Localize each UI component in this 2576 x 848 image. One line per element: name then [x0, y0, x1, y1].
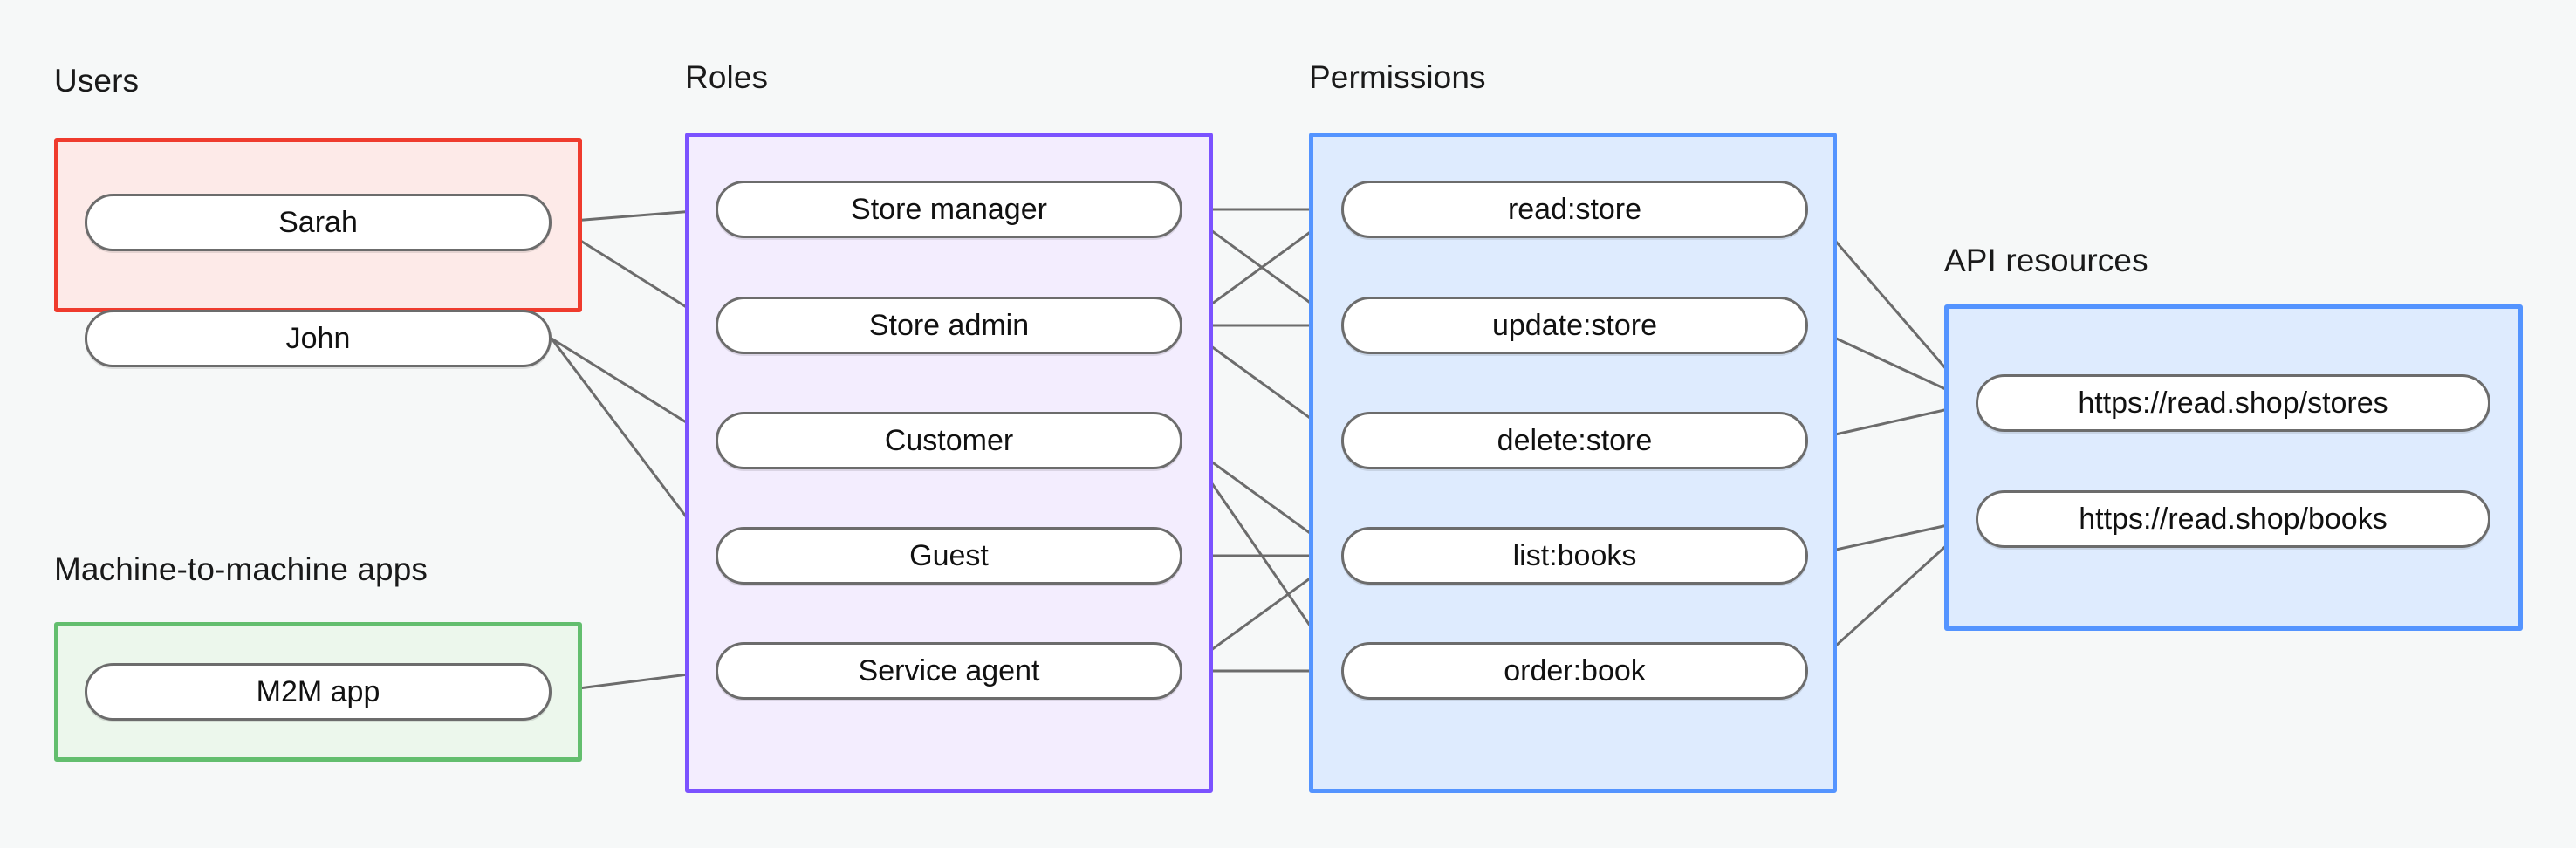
node-label-m2m-app: M2M app	[256, 674, 380, 708]
group-title-roles: Roles	[685, 59, 769, 95]
node-read-store[interactable]: read:store	[1341, 181, 1808, 238]
node-label-store-manager: Store manager	[851, 192, 1047, 226]
group-title-users: Users	[54, 63, 140, 99]
node-label-customer: Customer	[884, 423, 1014, 457]
node-label-store-admin: Store admin	[868, 308, 1030, 342]
node-label-delete-store: delete:store	[1497, 423, 1653, 457]
node-delete-store[interactable]: delete:store	[1341, 412, 1808, 469]
node-customer[interactable]: Customer	[716, 412, 1182, 469]
node-res-stores[interactable]: https://read.shop/stores	[1976, 374, 2490, 432]
group-title-m2m: Machine-to-machine apps	[54, 551, 428, 587]
node-label-service-agent: Service agent	[858, 653, 1040, 687]
node-order-book[interactable]: order:book	[1341, 642, 1808, 700]
node-update-store[interactable]: update:store	[1341, 297, 1808, 354]
node-list-books[interactable]: list:books	[1341, 527, 1808, 585]
node-label-order-book: order:book	[1504, 653, 1646, 687]
group-title-permissions: Permissions	[1309, 59, 1486, 95]
node-label-sarah: Sarah	[278, 205, 358, 239]
node-guest[interactable]: Guest	[716, 527, 1182, 585]
node-label-update-store: update:store	[1491, 308, 1658, 342]
node-m2m-app[interactable]: M2M app	[85, 663, 552, 721]
node-service-agent[interactable]: Service agent	[716, 642, 1182, 700]
node-res-books[interactable]: https://read.shop/books	[1976, 490, 2490, 548]
node-label-john: John	[285, 321, 351, 355]
group-box-api	[1944, 304, 2523, 631]
node-label-guest: Guest	[909, 538, 989, 572]
node-label-res-stores: https://read.shop/stores	[2078, 386, 2388, 420]
node-john[interactable]: John	[85, 310, 552, 367]
node-store-manager[interactable]: Store manager	[716, 181, 1182, 238]
node-label-list-books: list:books	[1512, 538, 1637, 572]
group-title-api: API resources	[1944, 243, 2148, 278]
node-label-read-store: read:store	[1507, 192, 1642, 226]
node-store-admin[interactable]: Store admin	[716, 297, 1182, 354]
node-sarah[interactable]: Sarah	[85, 194, 552, 251]
node-label-res-books: https://read.shop/books	[2079, 502, 2388, 536]
